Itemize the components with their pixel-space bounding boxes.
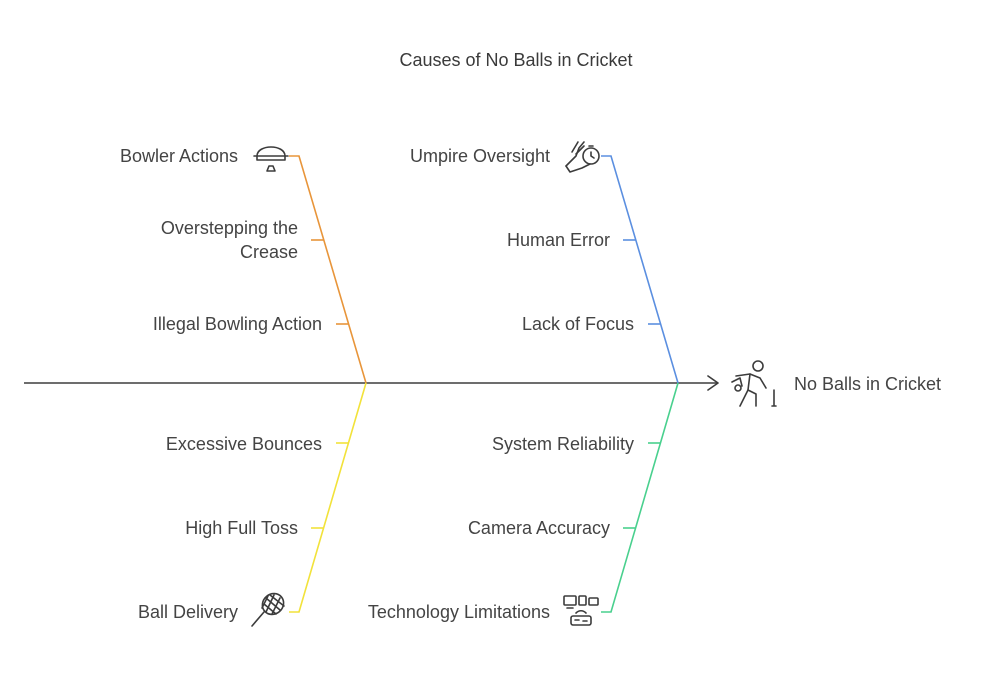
branch-bowler-actions <box>289 155 367 384</box>
category-label-technology: Technology Limitations <box>368 602 550 622</box>
cricketer-icon <box>731 360 777 407</box>
branch-technology-limitations <box>601 382 679 613</box>
cause-label-overstepping-2: Crease <box>240 242 298 262</box>
cause-label-illegal-action: Illegal Bowling Action <box>153 314 322 334</box>
cause-label-lack-focus: Lack of Focus <box>522 314 634 334</box>
cause-label-excessive-bounces: Excessive Bounces <box>166 434 322 454</box>
branch-ball-delivery <box>289 382 367 613</box>
cause-label-human-error: Human Error <box>507 230 610 250</box>
category-label-umpire: Umpire Oversight <box>410 146 550 166</box>
branch-ball-line <box>289 382 367 613</box>
diagram-title: Causes of No Balls in Cricket <box>399 50 632 70</box>
cap-icon <box>253 146 289 172</box>
devices-icon <box>563 595 599 626</box>
spine-arrowhead <box>707 375 719 391</box>
category-label-bowler: Bowler Actions <box>120 146 238 166</box>
racket-icon <box>251 592 285 627</box>
cause-label-high-full-toss: High Full Toss <box>185 518 298 538</box>
cause-label-camera-accuracy: Camera Accuracy <box>468 518 610 538</box>
category-label-ball: Ball Delivery <box>138 602 238 622</box>
cause-label-system-reliability: System Reliability <box>492 434 634 454</box>
branch-umpire-line <box>601 155 679 384</box>
branch-bowler-line <box>289 155 367 384</box>
cause-label-overstepping-1: Overstepping the <box>161 218 298 238</box>
stopwatch-hand-icon <box>565 141 600 173</box>
branch-umpire-oversight <box>601 155 679 384</box>
effect-label: No Balls in Cricket <box>794 374 941 394</box>
branch-technology-line <box>601 382 679 613</box>
